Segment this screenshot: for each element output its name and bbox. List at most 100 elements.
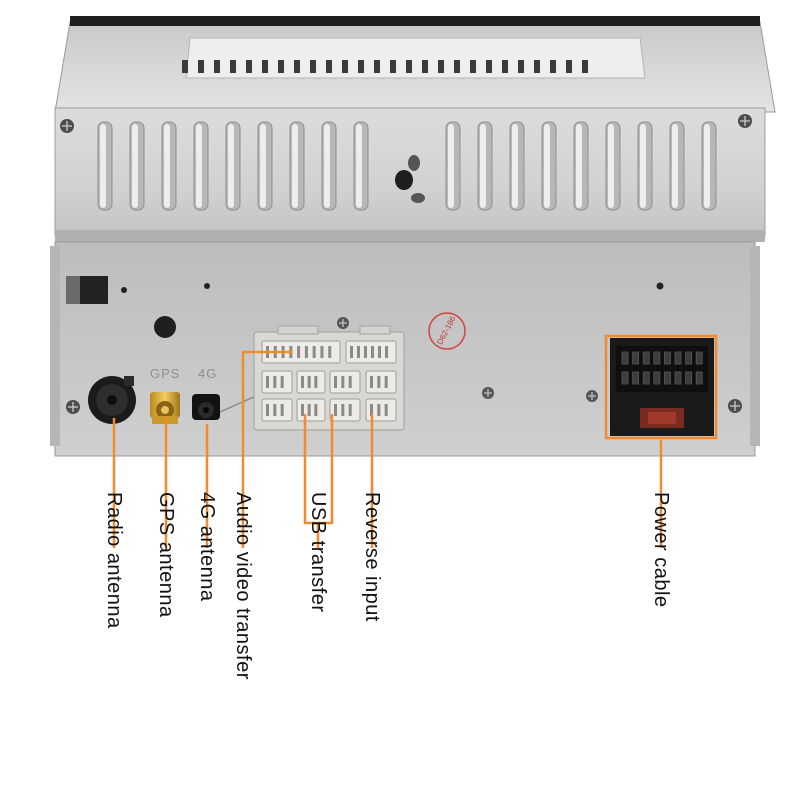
leader-audio-video-transfer bbox=[241, 350, 292, 548]
screw-top-right bbox=[738, 114, 752, 128]
connector-pin bbox=[307, 376, 311, 388]
connector-pin bbox=[370, 404, 373, 416]
power-pin bbox=[695, 371, 703, 385]
screw-mid-b bbox=[586, 390, 598, 402]
fourg-connector bbox=[192, 394, 257, 420]
screw-top-left bbox=[60, 119, 74, 133]
connector-socket bbox=[261, 398, 293, 422]
rear-vent-highlight bbox=[672, 124, 678, 208]
screw-connector-top bbox=[337, 317, 349, 329]
connector-block bbox=[253, 325, 405, 431]
connector-pin bbox=[320, 346, 324, 358]
screw-bottom-right bbox=[728, 399, 742, 413]
power-pin bbox=[621, 371, 629, 385]
lid-vent-slot bbox=[198, 60, 204, 73]
upper-rear-panel bbox=[54, 107, 766, 242]
lid-vent-slot bbox=[262, 60, 268, 73]
lid-sticker bbox=[185, 37, 646, 79]
rear-vent-highlight bbox=[132, 124, 138, 208]
lid-vent-slot bbox=[550, 60, 556, 73]
rear-vent-highlight bbox=[608, 124, 614, 208]
connector-pin bbox=[341, 404, 345, 416]
rear-vent-highlight bbox=[576, 124, 582, 208]
rear-vent-highlight bbox=[356, 124, 362, 208]
connector-socket bbox=[365, 398, 397, 422]
inspection-stamp bbox=[428, 312, 466, 350]
lid-vent-slot bbox=[470, 60, 476, 73]
lid-vent-slot bbox=[518, 60, 524, 73]
rear-vent-highlight bbox=[228, 124, 234, 208]
connector-pin bbox=[312, 346, 316, 358]
rear-vent-highlight bbox=[512, 124, 518, 208]
rear-vent-highlight bbox=[164, 124, 170, 208]
lid-vent-slot bbox=[278, 60, 284, 73]
power-pin bbox=[642, 371, 650, 385]
connector-socket bbox=[365, 370, 397, 394]
connector-pin bbox=[280, 404, 284, 416]
rear-vents bbox=[97, 121, 717, 211]
rear-vent-highlight bbox=[480, 124, 486, 208]
connector-socket bbox=[329, 370, 361, 394]
lid-vent-slot bbox=[374, 60, 380, 73]
connector-pin bbox=[371, 346, 374, 358]
power-pins bbox=[621, 351, 703, 385]
connector-pin bbox=[384, 404, 388, 416]
connector-pin bbox=[301, 404, 304, 416]
connector-pin bbox=[314, 376, 318, 388]
rear-vent-highlight bbox=[448, 124, 454, 208]
lid-vent-slot bbox=[438, 60, 444, 73]
connector-pin bbox=[348, 376, 352, 388]
connector-pin bbox=[348, 404, 352, 416]
power-connector bbox=[610, 338, 714, 436]
connector-pin bbox=[364, 346, 367, 358]
connector-pin bbox=[350, 346, 353, 358]
lid-vent-slot bbox=[294, 60, 300, 73]
connector-pin bbox=[334, 376, 337, 388]
connector-socket bbox=[329, 398, 361, 422]
rear-vent-highlight bbox=[100, 124, 106, 208]
rear-vent-highlight bbox=[260, 124, 266, 208]
connector-pin bbox=[341, 376, 345, 388]
lid-vent-slot bbox=[342, 60, 348, 73]
label-audio-video-transfer: Audio video transfer bbox=[232, 492, 254, 680]
lid-vent-slot bbox=[486, 60, 492, 73]
label-radio-antenna: Radio antenna bbox=[103, 492, 125, 629]
connector-pin bbox=[370, 376, 373, 388]
power-pin bbox=[685, 371, 692, 385]
connector-pin bbox=[334, 404, 337, 416]
power-pin bbox=[653, 371, 661, 385]
connector-pin bbox=[307, 404, 311, 416]
lid-vent-slot bbox=[390, 60, 396, 73]
connector-pin bbox=[297, 346, 301, 358]
top-left-bracket bbox=[66, 276, 108, 304]
rear-vent-highlight bbox=[544, 124, 550, 208]
callout-leaders bbox=[112, 334, 718, 548]
label-gps-antenna: GPS antenna bbox=[155, 492, 177, 618]
label-4g-antenna: 4G antenna bbox=[196, 492, 218, 602]
lid-vent-slot bbox=[566, 60, 572, 73]
top-lid bbox=[54, 16, 776, 113]
connector-pin bbox=[357, 346, 360, 358]
connector-pin bbox=[328, 346, 332, 358]
power-pin bbox=[653, 351, 661, 365]
connector-pin bbox=[377, 404, 381, 416]
connector-pin bbox=[280, 376, 284, 388]
lid-vent-slot bbox=[502, 60, 508, 73]
power-pin bbox=[685, 351, 692, 365]
power-pin bbox=[674, 351, 682, 365]
power-pin bbox=[674, 371, 682, 385]
connector-pin bbox=[273, 376, 277, 388]
radio-antenna-socket bbox=[88, 376, 136, 424]
lid-vent-slot bbox=[230, 60, 236, 73]
label-reverse-input: Reverse input bbox=[361, 492, 383, 622]
lid-vent-slot bbox=[358, 60, 364, 73]
connector-pin bbox=[378, 346, 381, 358]
rear-vent-highlight bbox=[292, 124, 298, 208]
connector-pin bbox=[266, 404, 269, 416]
screw-mid-a bbox=[482, 387, 494, 399]
power-pin bbox=[664, 371, 671, 385]
connector-pin bbox=[385, 346, 388, 358]
lid-vent-slot bbox=[182, 60, 188, 73]
